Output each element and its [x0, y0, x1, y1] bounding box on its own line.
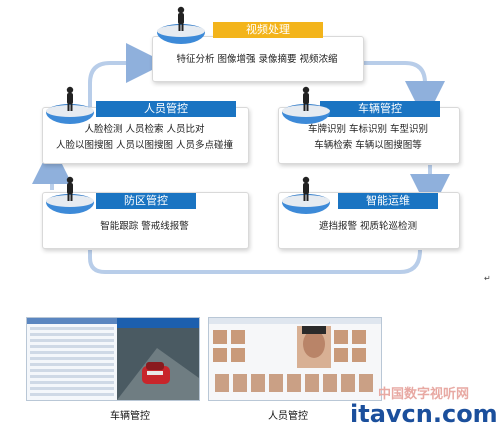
person-line-2: 人脸以图搜图 人员以图搜图 人员多点碰撞 — [55, 140, 234, 151]
person-icon — [177, 6, 185, 31]
cycle-arrows — [32, 43, 450, 274]
bowl-icon — [282, 86, 330, 124]
center-text: 特征分析 图像增强 录像摘要 视频浓缩 — [176, 54, 338, 65]
arrow-top-left — [88, 43, 166, 108]
vehicle-caption: 车辆管控 — [110, 411, 150, 422]
vehicle-line-1: 车牌识别 车标识别 车型识别 — [307, 124, 429, 135]
person-icon — [302, 176, 310, 201]
arrow-bottom — [88, 249, 422, 274]
ops-line-1: 遮挡报警 视质轮巡检测 — [318, 221, 418, 232]
person-line-1: 人脸检测 人员检索 人员比对 — [84, 124, 205, 135]
zone-title: 防区管控 — [96, 193, 196, 209]
person-screenshot — [208, 317, 382, 401]
vehicle-title: 车辆管控 — [320, 101, 440, 117]
center-card — [152, 36, 364, 82]
center-title: 视频处理 — [213, 22, 323, 38]
bowl-icon — [46, 176, 94, 214]
ops-title: 智能运维 — [338, 193, 438, 209]
person-title: 人员管控 — [96, 101, 236, 117]
bowl-icon — [157, 6, 205, 44]
watermark-cn: 中国数字视听网 — [378, 387, 470, 402]
bowl-icon — [46, 86, 94, 124]
person-icon — [66, 176, 74, 201]
vehicle-line-2: 车辆检索 车辆以图搜图等 — [314, 140, 422, 151]
bowl-icon — [282, 176, 330, 214]
arrow-top-right — [325, 61, 445, 121]
person-icon — [302, 86, 310, 111]
watermark-logo: itavcn.com — [350, 400, 498, 428]
vehicle-screenshot — [26, 317, 200, 401]
person-caption: 人员管控 — [268, 411, 308, 422]
person-icon — [66, 86, 74, 111]
return-mark: ↵ — [484, 274, 491, 283]
zone-line-1: 智能跟踪 警戒线报警 — [100, 221, 189, 232]
